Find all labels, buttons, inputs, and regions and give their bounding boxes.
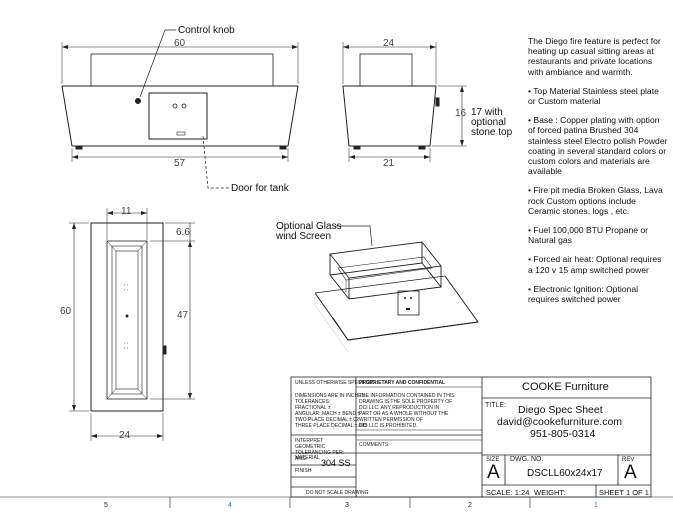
dwg-label: DWG. NO.: [510, 456, 544, 463]
side-width-dim: 24: [383, 38, 395, 49]
side-view: [342, 42, 467, 162]
proprietary-header: PROPRIETARY AND CONFIDENTIAL: [359, 380, 446, 386]
material-value: 304 SS: [321, 458, 351, 468]
door-for-tank-label: Door for tank: [231, 183, 289, 194]
proprietary-line: PART OR AS A WHOLE WITHOUT THE: [359, 411, 449, 417]
scale-text: SCALE: 1:24: [486, 488, 530, 497]
rev-label: REV: [622, 457, 635, 463]
front-view: [61, 29, 299, 189]
zone-number: 2: [468, 502, 472, 509]
top-length-dim: 60: [60, 306, 72, 317]
dwg-number: DSCLL60x24x17: [527, 468, 603, 479]
finish-label: FINISH: [295, 468, 312, 474]
top-base-width-dim: 24: [119, 430, 131, 441]
top-view: [69, 208, 195, 441]
zone-number: 4: [228, 502, 232, 509]
zone-number: 5: [104, 502, 108, 509]
material-label: MATERIAL: [295, 455, 320, 461]
proprietary-line: THE INFORMATION CONTAINED IN THIS: [359, 393, 455, 399]
stone-top-note: 17 with optional stone top: [471, 107, 513, 138]
control-knob-label: Control knob: [178, 25, 235, 36]
contact-email: david@cookefurniture.com: [497, 416, 623, 428]
control-knob-icon: [135, 98, 141, 104]
top-inner-offset-dim: 6.6: [176, 227, 190, 238]
bullet-fuel: • Fuel 100,000 BTU Propane or Natural ga…: [528, 225, 649, 246]
top-inner-width-dim: 11: [121, 206, 132, 217]
weight-label: WEIGHT:: [534, 488, 566, 497]
isometric-view: [314, 225, 479, 353]
proprietary-line: DCI LLC IS PROHIBITED.: [359, 423, 418, 429]
tolerance-line: THREE PLACE DECIMAL ±.005: [295, 423, 368, 429]
tolerance-line: ANGULAR: MACH ± BEND ±: [295, 411, 361, 417]
proprietary-line: WRITTEN PERMISSION OF: [359, 417, 423, 423]
tolerance-line: TOLERANCES:: [295, 399, 331, 405]
size-value: A: [487, 462, 500, 483]
do-not-scale-text: DO NOT SCALE DRAWING: [306, 490, 369, 496]
tolerance-line: DIMENSIONS ARE IN INCHES: [295, 393, 365, 399]
proprietary-line: DRAWING IS THE SOLE PROPERTY OF: [359, 399, 453, 405]
bullet-top-material: • Top Material Stainless steel plate or …: [528, 85, 659, 107]
bullet-base: • Base : Copper plating with option of f…: [528, 115, 668, 177]
comments-label: COMMENTS:: [359, 442, 390, 448]
top-depth-dim: 47: [177, 310, 189, 321]
bullet-forced-air: • Forced air heat: Optional requires a 1…: [528, 254, 662, 275]
sheet-text: SHEET 1 OF 1: [599, 488, 649, 497]
zone-number: 3: [345, 502, 349, 509]
contact-phone: 951-805-0314: [530, 428, 596, 440]
tolerance-header: UNLESS OTHERWISE SPECIFIED:: [295, 380, 376, 386]
tolerance-line: TWO PLACE DECIMAL ±.02: [295, 417, 359, 423]
optional-glass-label: Optional Glass wind Screen: [276, 221, 342, 242]
title-label: TITLE:: [485, 402, 507, 409]
front-width-dim: 60: [174, 38, 186, 49]
product-description: The Diego fire feature is perfect for he…: [528, 36, 668, 313]
front-base-dim: 57: [174, 158, 186, 169]
side-height-dim: 16: [455, 108, 467, 119]
tolerance-line: FRACTIONAL ±: [295, 405, 331, 411]
drawing-border: [0, 496, 673, 508]
zone-number: 1: [594, 502, 598, 509]
side-base-dim: 21: [383, 158, 395, 169]
proprietary-line: DCI LLC. ANY REPRODUCTION IN: [359, 405, 440, 411]
company-name: COOKE Furniture: [522, 381, 609, 393]
title-block-lines: [290, 376, 652, 498]
drawing-title: Diego Spec Sheet: [518, 404, 603, 416]
rev-value: A: [624, 462, 637, 483]
tank-door: [148, 92, 208, 140]
description-intro: The Diego fire feature is perfect for he…: [528, 36, 661, 77]
size-label: SIZE: [486, 457, 500, 463]
bullet-fire-pit-media: • Fire pit media Broken Glass, Lava rock…: [528, 185, 663, 216]
interpret-text: INTERPRET GEOMETRIC TOLERANCING PER: ANS…: [295, 438, 345, 462]
bullet-ignition: • Electronic Ignition: Optional requires…: [528, 283, 639, 305]
